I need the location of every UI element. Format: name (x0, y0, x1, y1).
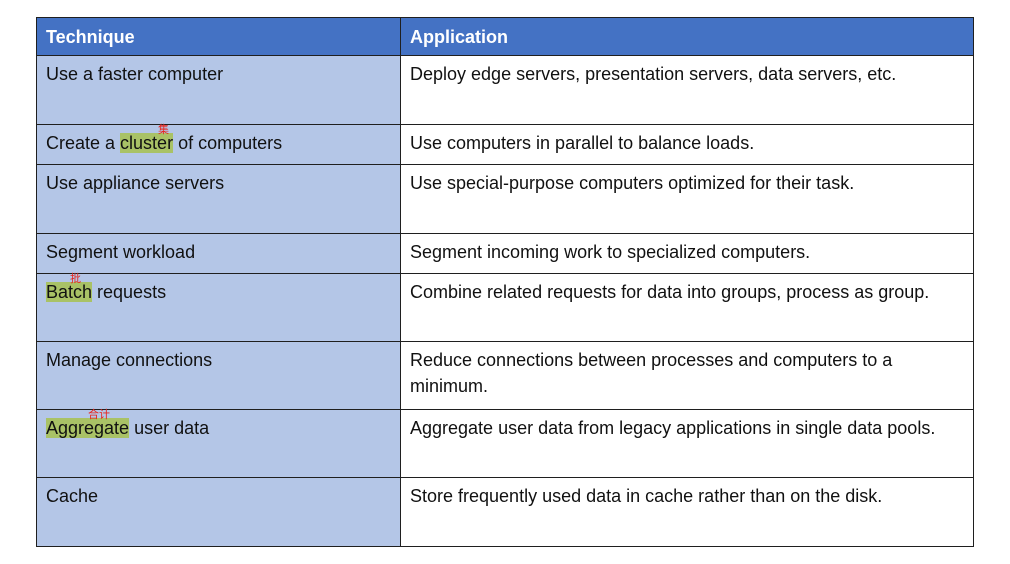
application-cell: Segment incoming work to specialized com… (400, 233, 974, 274)
header-technique: Technique (36, 17, 401, 56)
technique-text-prefix: Create a (46, 133, 121, 153)
techniques-table: Technique Application Use a faster compu… (36, 17, 974, 547)
header-application: Application (400, 17, 974, 56)
handwritten-annotation: 合计 (88, 408, 110, 421)
application-cell: Store frequently used data in cache rath… (400, 477, 974, 547)
technique-cell: Cache (36, 477, 401, 547)
handwritten-annotation: 批 (70, 272, 81, 285)
highlighted-term-text: Aggregate (46, 418, 130, 438)
technique-cell: Use appliance servers (36, 164, 401, 234)
table-row: Manage connections Reduce connections be… (36, 341, 974, 410)
header-row: Technique Application (36, 17, 974, 56)
highlighted-term-text: cluster (120, 133, 174, 153)
application-cell: Combine related requests for data into g… (400, 273, 974, 342)
technique-cell: Use a faster computer (36, 55, 401, 125)
application-cell: Reduce connections between processes and… (400, 341, 974, 410)
table-row: Segment workload Segment incoming work t… (36, 233, 974, 274)
application-cell: Use computers in parallel to balance loa… (400, 124, 974, 165)
technique-cell: Manage connections (36, 341, 401, 410)
application-cell: Deploy edge servers, presentation server… (400, 55, 974, 125)
technique-text-suffix: user data (129, 418, 210, 438)
application-cell: Use special-purpose computers optimized … (400, 164, 974, 234)
highlighted-term-text: Batch (46, 282, 93, 302)
handwritten-annotation: 集 (158, 123, 170, 136)
application-cell: Aggregate user data from legacy applicat… (400, 409, 974, 478)
technique-text-suffix: requests (92, 282, 167, 302)
table-row: Use appliance servers Use special-purpos… (36, 164, 974, 234)
technique-text-suffix: of computers (173, 133, 283, 153)
technique-cell: Segment workload (36, 233, 401, 274)
table-row: Use a faster computer Deploy edge server… (36, 55, 974, 125)
table-row: Cache Store frequently used data in cach… (36, 477, 974, 547)
